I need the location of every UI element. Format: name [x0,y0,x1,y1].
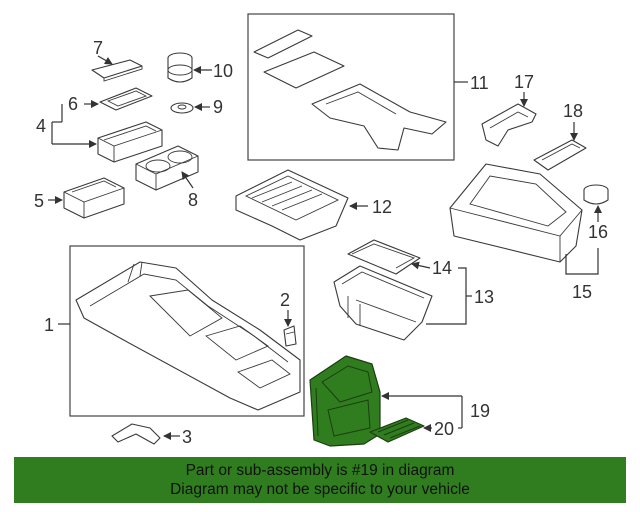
part-19-rear-panel-highlighted[interactable] [309,355,381,447]
part-5-insert-tray[interactable] [63,177,125,219]
callout-6[interactable]: 6 [68,94,78,114]
callout-16[interactable]: 16 [588,222,608,242]
part-3-bracket[interactable] [111,423,161,445]
callout-5[interactable]: 5 [34,191,44,211]
leader-14 [411,261,431,270]
callout-4[interactable]: 4 [36,116,46,136]
part-15-armrest-lid[interactable] [449,163,583,263]
part-1-center-console[interactable] [75,261,301,411]
callout-19[interactable]: 19 [470,401,490,421]
part-17-bracket[interactable] [481,103,537,147]
leader-8 [181,171,194,189]
part-18-pad[interactable] [533,139,587,171]
callout-15[interactable]: 15 [572,282,592,302]
callout-14[interactable]: 14 [432,258,452,278]
part-9-ring[interactable] [170,102,194,114]
callout-10[interactable]: 10 [213,61,233,81]
part-4-storage-bin[interactable] [97,121,163,163]
part-11-group-box [247,13,455,161]
part-20-grille-highlighted[interactable] [369,417,425,443]
part-6-tray-mat[interactable] [99,87,153,111]
callout-13[interactable]: 13 [474,287,494,307]
callout-18[interactable]: 18 [563,101,583,121]
parts-diagram: 7 10 6 9 4 8 [34,13,609,447]
part-16-cap[interactable] [583,184,609,205]
part-12-liner[interactable] [235,169,349,241]
callout-9[interactable]: 9 [213,97,223,117]
banner-line-2: Diagram may not be specific to your vehi… [170,481,470,498]
banner-line-1: Part or sub-assembly is #19 in diagram [185,462,455,479]
callout-7[interactable]: 7 [93,38,103,58]
callout-17[interactable]: 17 [514,72,534,92]
part-7-mat[interactable] [91,59,143,82]
part-8-cup-holder[interactable] [135,145,199,191]
part-13-storage-bin[interactable] [333,265,433,341]
callout-3[interactable]: 3 [182,427,192,447]
callout-20[interactable]: 20 [434,419,454,439]
part-11-trim-panels[interactable] [253,29,447,151]
callout-11[interactable]: 11 [470,73,489,93]
notice-banner: Part or sub-assembly is #19 in diagram D… [14,457,626,503]
part-2-clip[interactable] [283,325,297,347]
callout-1[interactable]: 1 [44,315,54,335]
part-14-mat[interactable] [347,239,421,275]
callout-2[interactable]: 2 [280,290,290,310]
leader-15 [565,248,599,275]
part-10-cup-insert[interactable] [167,52,193,83]
callout-8[interactable]: 8 [188,190,198,210]
callout-12[interactable]: 12 [372,197,392,217]
leader-7 [97,55,113,65]
